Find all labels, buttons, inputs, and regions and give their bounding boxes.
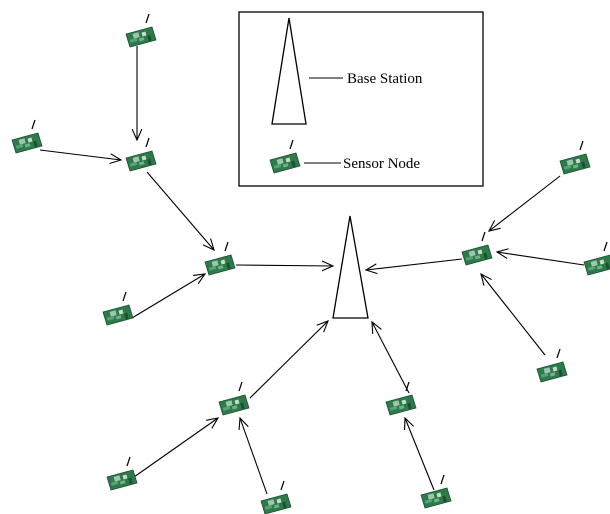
- legend-sensor-node-label: Sensor Node: [343, 156, 420, 172]
- legend-base-station-icon: [271, 17, 307, 125]
- sensor-node-icon: [125, 137, 157, 172]
- arrowhead-icon: [202, 238, 215, 252]
- sensor-node-icon: [420, 474, 452, 509]
- legend-base-station-label: Base Station: [347, 71, 423, 87]
- connection-line: [39, 149, 122, 161]
- sensor-node-icon: [125, 13, 157, 48]
- sensor-node-icon: [106, 456, 138, 491]
- arrowhead-icon: [206, 417, 220, 429]
- sensor-node-icon: [260, 480, 292, 514]
- arrowhead-icon: [321, 260, 335, 272]
- edges: [39, 46, 585, 495]
- base-station-icon: [332, 215, 369, 319]
- arrowhead-icon: [371, 320, 382, 335]
- connection-line: [488, 175, 561, 232]
- arrowhead-icon: [404, 416, 415, 431]
- arrowhead-icon: [364, 263, 378, 275]
- connection-line: [235, 264, 334, 267]
- connection-line: [133, 417, 219, 478]
- arrowhead-icon: [495, 248, 509, 259]
- sensor-node-icon: [102, 291, 134, 326]
- arrowhead-icon: [238, 416, 249, 431]
- arrowhead-icon: [193, 273, 207, 285]
- arrowhead-icon: [316, 320, 329, 333]
- arrowhead-icon: [480, 272, 492, 286]
- connection-line: [365, 258, 463, 271]
- connection-line: [249, 320, 329, 399]
- sensor-node-icon: [204, 241, 236, 276]
- sensor-node-icon: [461, 231, 493, 266]
- sensor-node-icon: [385, 381, 417, 416]
- sensor-node-icon: [11, 119, 43, 154]
- sensor-node-icon: [536, 348, 568, 383]
- sensor-node-icon: [559, 140, 591, 175]
- connection-line: [496, 251, 585, 266]
- connection-line: [131, 273, 206, 319]
- arrowhead-icon: [487, 220, 501, 232]
- connection-line: [239, 417, 268, 495]
- arrowhead-icon: [131, 128, 143, 142]
- sensor-node-icon: [583, 241, 610, 276]
- arrowhead-icon: [109, 153, 123, 165]
- legend-box: Base Station Sensor Node: [238, 11, 484, 187]
- connection-line: [480, 273, 546, 356]
- sensor-node-icon: [218, 381, 250, 416]
- connection-line: [146, 171, 215, 251]
- connection-line: [404, 417, 435, 491]
- connection-line: [371, 321, 410, 394]
